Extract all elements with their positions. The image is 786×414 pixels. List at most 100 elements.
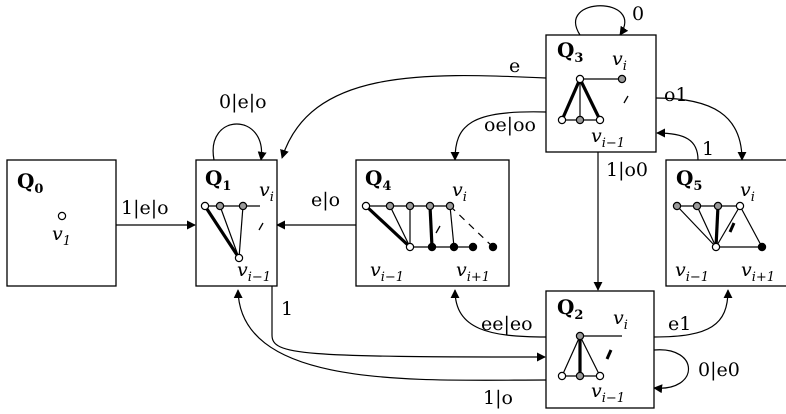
state-titles: Q0 Q1 Q4 Q5 Q3 Q2 [17, 38, 702, 323]
graph-vertex [711, 242, 721, 252]
label-q2-to-q1: 1|o [483, 387, 513, 409]
vertex-label-v-i: vi [740, 179, 755, 205]
vertex-label-v-i: vi [612, 48, 627, 74]
graph-vertex [575, 331, 585, 341]
graph-edge [561, 335, 581, 377]
graph-vertex [557, 115, 567, 125]
graph-edge [728, 222, 736, 233]
label-q0-to-q1: 1|e|o [121, 197, 169, 219]
graph-vertex [385, 201, 395, 211]
vertex-label-v-i-minus-1: vi−1 [675, 259, 709, 285]
state-q4-graph: vi vi−1 vi+1 [361, 179, 498, 285]
graph-vertex [672, 201, 682, 211]
graph-vertex [215, 201, 225, 211]
graph-edge [739, 205, 763, 248]
label-q2-to-q4: ee|eo [481, 313, 533, 335]
graph-vertex [713, 201, 723, 211]
graph-edge [560, 78, 582, 121]
state-q3-title: Q3 [557, 38, 583, 66]
vertex-label-v-i-minus-1: vi−1 [591, 125, 625, 151]
graph-vertex [757, 242, 767, 252]
label-q1-to-q2: 1 [281, 298, 293, 320]
state-q0-graph: v1 [52, 211, 71, 249]
graph-vertex [595, 115, 605, 125]
graph-edge [714, 205, 720, 248]
graph-vertex [735, 201, 745, 211]
label-q3-to-q4: oe|oo [484, 114, 536, 136]
vertex-label-v-i: vi [259, 179, 274, 205]
graph-edge [364, 204, 412, 249]
graph-vertex [425, 201, 435, 211]
graph-vertex [557, 371, 567, 381]
edge-q1-to-q2 [271, 286, 546, 362]
graph-edge [449, 205, 494, 248]
state-q1-box [195, 159, 278, 287]
graph-vertex [488, 242, 498, 252]
state-q5-graph: vi vi−1 vi+1 [672, 179, 775, 285]
state-q4-box [355, 159, 510, 287]
edge-q3-to-q4 [450, 111, 547, 161]
graph-vertex [200, 201, 210, 211]
transition-labels: 1|e|o 0|e|o e 0 oe|oo o1 1|o0 e|o 1 1 1|… [121, 3, 740, 409]
state-q5-box [665, 159, 786, 287]
label-q4-to-q1: e|o [311, 189, 340, 211]
graph-vertex [617, 74, 627, 84]
label-q2-self-loop: 0|e0 [698, 359, 740, 381]
graph-vertex [405, 242, 415, 252]
state-q3-graph: vi vi−1 [557, 48, 629, 151]
graph-edge [715, 205, 741, 248]
graph-edge [203, 205, 241, 259]
state-q5-title: Q5 [676, 166, 702, 194]
state-q3-box [545, 34, 657, 153]
edge-q5-to-q3 [656, 128, 699, 161]
state-q1-graph: vi vi−1 [200, 179, 274, 285]
label-q3-self-loop: 0 [632, 3, 644, 25]
label-q3-to-q2: 1|o0 [606, 159, 648, 181]
vertex-v-i-minus-1 [234, 253, 244, 263]
graph-vertex [575, 115, 585, 125]
label-q5-to-q3: 1 [702, 138, 714, 160]
vertex-v1 [57, 211, 67, 221]
graph-edge [578, 78, 602, 121]
graph-vertex [238, 201, 248, 211]
graph-vertex [449, 242, 459, 252]
graph-edge [238, 205, 244, 259]
edge-q2-to-q5 [653, 289, 733, 338]
edge-q3-to-q1 [280, 74, 547, 159]
vertex-label-v-i-plus-1: vi+1 [741, 259, 775, 285]
graph-vertex [575, 74, 585, 84]
edge-q1-self-loop [212, 123, 267, 161]
edge-q3-to-q5 [655, 97, 747, 161]
state-q2-title: Q2 [557, 295, 583, 323]
label-q1-self-loop: 0|e|o [219, 91, 267, 113]
graph-vertex [427, 242, 437, 252]
graph-vertex [468, 242, 478, 252]
vertex-label-v-i: vi [452, 179, 467, 205]
edge-q2-self-loop [653, 349, 690, 394]
graph-edge [676, 205, 717, 248]
graph-edge [219, 205, 240, 259]
graph-edge [435, 225, 441, 234]
state-q4-title: Q4 [365, 166, 391, 194]
graph-vertex [595, 371, 605, 381]
label-q3-to-q5: o1 [664, 84, 688, 106]
transition-edges [116, 5, 747, 394]
graph-edge [449, 205, 455, 248]
state-q1-title: Q1 [205, 166, 231, 194]
graph-vertex [692, 201, 702, 211]
graph-edge [428, 205, 434, 248]
state-q2-graph: vi vi−1 [557, 307, 628, 406]
graph-vertex [575, 371, 585, 381]
edge-q2-to-q4 [450, 289, 547, 338]
vertex-label-v-i-minus-1: vi−1 [591, 380, 625, 406]
edge-q3-self-loop [575, 5, 629, 36]
graph-edge [579, 335, 601, 377]
graph-edge [696, 205, 717, 248]
label-q3-to-q1: e [509, 55, 520, 77]
state-q0-title: Q0 [17, 169, 43, 197]
graph-vertex [405, 201, 415, 211]
edge-q2-to-q1 [233, 289, 547, 381]
vertex-label-v-i-plus-1: vi+1 [456, 259, 490, 285]
graph-edge [389, 205, 411, 248]
